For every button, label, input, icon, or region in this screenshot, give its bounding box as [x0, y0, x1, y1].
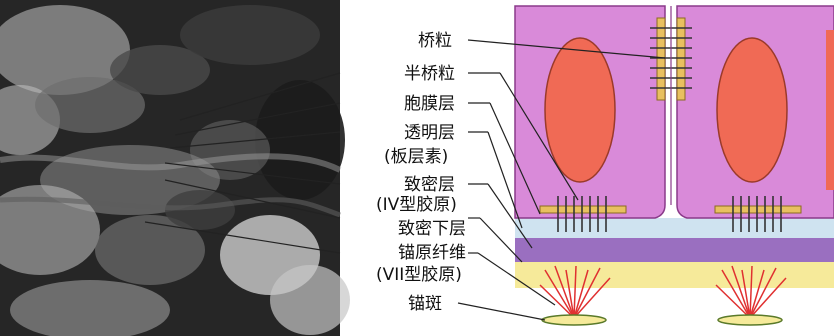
- label-sub-lamina-densa: 致密下层: [398, 219, 466, 239]
- label-lamina-lucida-sub: (板层素): [384, 147, 448, 167]
- anchoring-plaque-right: [718, 315, 782, 325]
- nucleus-edge-right: [826, 30, 834, 190]
- lamina-lucida-band: [515, 218, 834, 238]
- anchoring-plaque-left: [542, 315, 606, 325]
- label-hemidesmosome: 半桥粒: [404, 64, 455, 84]
- label-anchoring-plaque: 锚斑: [408, 294, 442, 314]
- label-anchoring-fibrils-sub: (VII型胶原): [376, 265, 462, 285]
- label-desmosome: 桥粒: [418, 31, 452, 51]
- label-lamina-densa-sub: (IV型胶原): [376, 195, 457, 215]
- nucleus-right: [717, 38, 787, 182]
- label-plasma-membrane: 胞膜层: [404, 94, 455, 114]
- lamina-densa-band: [515, 238, 834, 262]
- nucleus-left: [545, 38, 615, 182]
- label-lamina-densa: 致密层: [404, 175, 455, 195]
- dermis-zone: [515, 262, 834, 288]
- cell-schematic: [515, 6, 834, 325]
- electron-micrograph: [0, 0, 350, 336]
- label-lamina-lucida: 透明层: [404, 123, 455, 143]
- labels: 桥粒 半桥粒 胞膜层 透明层 (板层素) 致密层 (IV型胶原) 致密下层 锚原…: [376, 31, 466, 314]
- label-anchoring-fibrils: 锚原纤维: [398, 243, 466, 263]
